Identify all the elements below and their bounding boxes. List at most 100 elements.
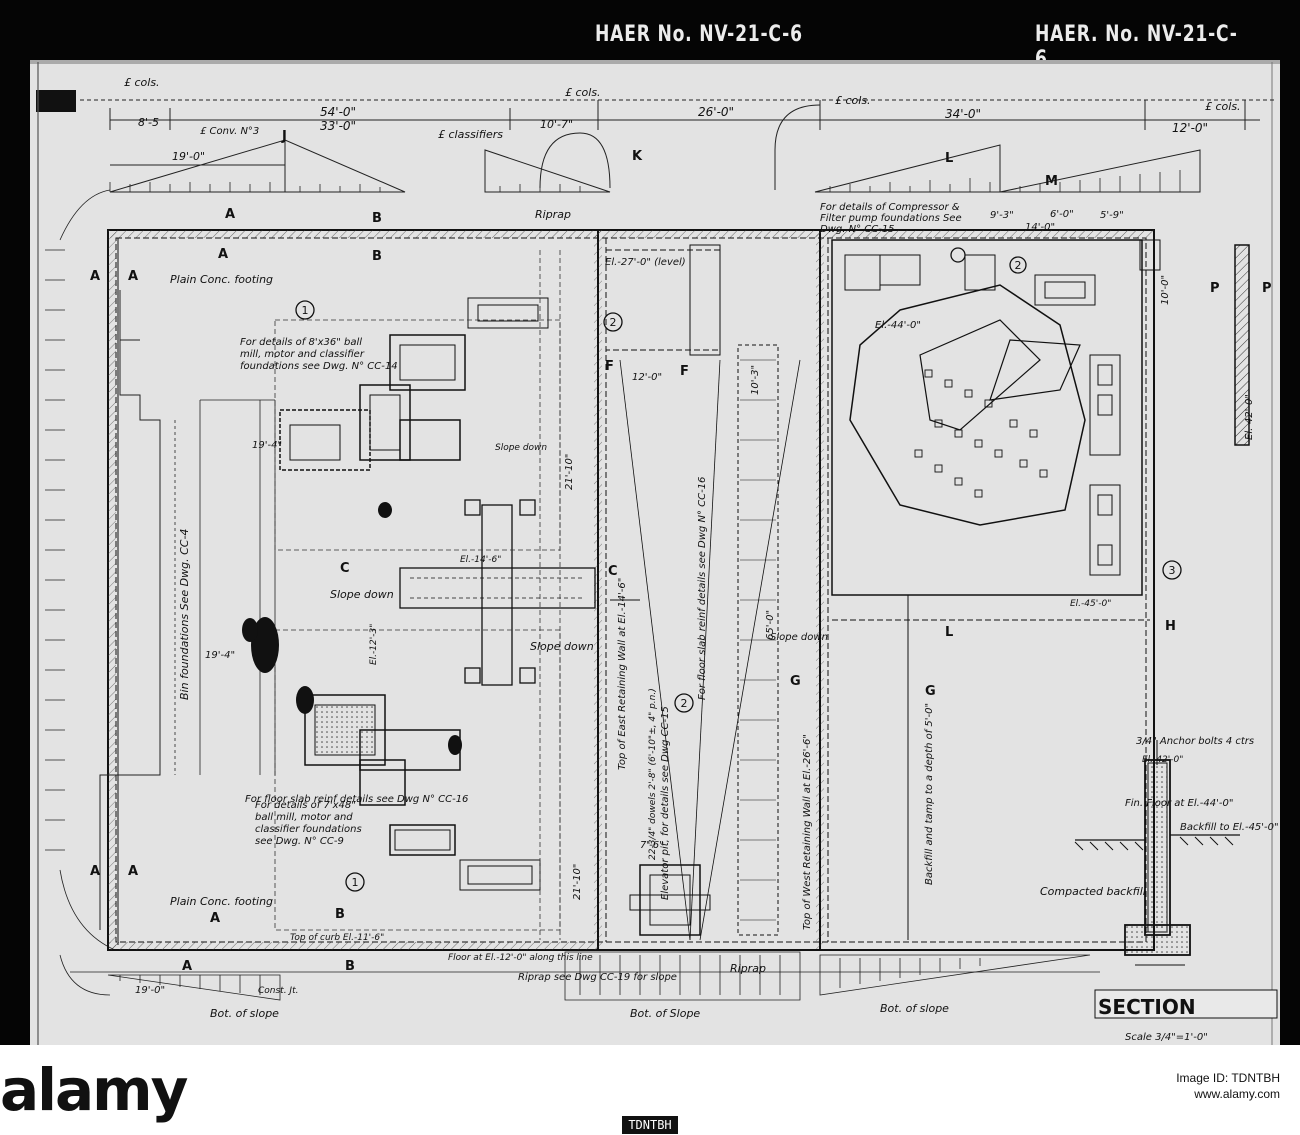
callout-2b: 2	[681, 697, 688, 710]
riprap-bottom: Riprap	[730, 962, 766, 975]
slope-down-label-3: Slope down	[530, 640, 594, 653]
plain-footing-top: Plain Conc. footing	[170, 273, 273, 286]
section-marker-a4: A	[128, 269, 138, 284]
callout-3: 3	[1169, 564, 1176, 577]
el-27-level-label: El.-27'-0" (level)	[605, 257, 686, 268]
section-title: SECTION	[1098, 995, 1196, 1019]
bottom-slopes	[59, 951, 1100, 1001]
dim-10-7: 10'-7"	[540, 118, 573, 131]
section-marker-l2: L	[945, 625, 953, 640]
const-jt-label: Const. Jt.	[258, 986, 298, 996]
dim-14: 14'-0"	[1025, 222, 1055, 233]
alamy-logo: alamy	[0, 1056, 188, 1124]
classifiers-label: £ classifiers	[438, 128, 503, 141]
section-marker-m: M	[1045, 174, 1058, 189]
footer-code-bar: TDNTBH	[0, 1114, 1300, 1134]
callout-circles	[295, 247, 1182, 892]
bot-of-slope-2: Bot. of Slope	[630, 1007, 700, 1020]
center-cross-beam	[399, 499, 596, 686]
riprap-top: Riprap	[535, 208, 571, 221]
dim-33: 33'-0"	[320, 119, 356, 133]
dim-26: 26'-0"	[698, 105, 734, 119]
ball-mill-7-foundation	[304, 694, 541, 891]
section-marker-a1: A	[225, 207, 235, 222]
dim-cols-4: £ cols.	[1205, 100, 1241, 113]
fin-floor-label: Fin. Floor at El.-44'-0"	[1125, 798, 1233, 809]
el-42-col-label: El.-42'-0"	[1244, 394, 1255, 440]
paper-background	[30, 62, 1280, 1045]
el-45-label: El.-45'-0"	[1070, 599, 1111, 609]
section-marker-a3: A	[90, 269, 100, 284]
section-marker-f2: F	[680, 364, 689, 379]
ball-mill-8-foundation	[279, 297, 549, 471]
footer-info: Image ID: TDNTBH www.alamy.com	[1176, 1070, 1280, 1102]
section-marker-b1: B	[372, 211, 382, 226]
top-dimension-chain	[80, 99, 1275, 130]
elevator-pit-note: Elevator pit, for details see Dwg CC-15	[660, 706, 671, 900]
el-44-label: El.-44'-0"	[875, 320, 921, 331]
left-ruler-scallop	[45, 189, 116, 951]
riprap-see-ref: Riprap see Dwg CC-19 for slope	[518, 972, 677, 983]
anchor-bolts-label: 3/4" Anchor bolts 4 ctrs	[1136, 736, 1254, 747]
slope-down-label-1: Slope down	[495, 443, 547, 453]
bin-foundations-note: Bin foundations See Dwg. CC-4	[178, 529, 191, 700]
section-marker-a8: A	[182, 959, 192, 974]
section-marker-p2: P	[1262, 281, 1272, 296]
section-marker-c1: C	[340, 561, 350, 576]
top-curb-note: Top of curb El.-11'-6"	[290, 933, 384, 943]
callout-2c: 2	[1015, 259, 1022, 272]
plain-footing-bottom: Plain Conc. footing	[170, 895, 273, 908]
dowels-note: 22-3/4" dowels 2'-8" (6'-10"±, 4" p.n.)	[648, 688, 658, 860]
bot-of-slope-1: Bot. of slope	[210, 1007, 279, 1020]
section-marker-f1: F	[605, 359, 614, 374]
compressor-note: For details of Compressor &Filter pump f…	[820, 202, 962, 235]
ink-blot-corner	[36, 90, 76, 112]
middle-bay	[606, 244, 801, 941]
section-marker-b4: B	[345, 959, 355, 974]
section-marker-a7: A	[210, 911, 220, 926]
dim-cols-2: £ cols.	[565, 86, 601, 99]
dim-10-0: 10'-0"	[1160, 275, 1171, 305]
section-marker-j: J	[281, 129, 287, 144]
section-marker-a5: A	[90, 864, 100, 879]
backfill-to-label: Backfill to El.-45'-0"	[1180, 822, 1279, 833]
section-marker-a6: A	[128, 864, 138, 879]
section-detail	[1074, 740, 1240, 966]
section-marker-h: H	[1165, 619, 1176, 634]
backfill-note: Backfill and tamp to a depth of 5'-0"	[924, 703, 935, 885]
plan-drawing: £ cols. £ cols. £ cols. £ cols. 54'-0" 3…	[30, 60, 1280, 1045]
section-marker-g1: G	[790, 674, 801, 689]
footer-code: TDNTBH	[622, 1116, 678, 1134]
dim-12-0: 12'-0"	[632, 372, 662, 383]
column-elevation	[1234, 244, 1250, 446]
floor-slab-note-middle: For floor slab reinf details see Dwg N° …	[697, 477, 708, 700]
el-14-6-label: El.-14'-6"	[460, 555, 501, 565]
section-marker-b3: B	[335, 907, 345, 922]
el-42-label: El.-42'-0"	[1142, 755, 1183, 765]
haer-reference-right: HAER. No. NV-21-C-6	[1035, 22, 1238, 72]
right-bay-tank	[844, 239, 1161, 576]
dim-21-10-a: 21'-10"	[572, 864, 583, 900]
site-url: www.alamy.com	[1194, 1087, 1280, 1101]
dim-21-10-b: 21'-10"	[564, 454, 575, 490]
drawing-photograph: HAER No. NV-21-C-6 HAER. No. NV-21-C-6	[0, 0, 1300, 1045]
section-marker-k: K	[632, 149, 643, 164]
haer-reference-left: HAER No. NV-21-C-6	[595, 22, 803, 47]
dim-6-0: 6'-0"	[1050, 209, 1074, 220]
dim-19-top: 19'-0"	[172, 150, 205, 163]
slope-down-label-4: Slope down	[770, 632, 828, 643]
dim-8-5: 8'-5	[138, 116, 159, 129]
callout-1b: 1	[352, 876, 359, 889]
dim-54: 54'-0"	[320, 105, 356, 119]
dim-cols-3: £ cols.	[835, 94, 871, 107]
section-marker-c2: C	[608, 564, 618, 579]
dim-65: 65'-0"	[765, 610, 776, 640]
floor-slab-note-left: For floor slab reinf details see Dwg N° …	[245, 794, 468, 805]
el-12-3-label: El.-12'-3"	[369, 624, 379, 665]
east-retaining-wall-note: Top of East Retaining Wall at El.-14'-6"	[617, 578, 628, 770]
bot-of-slope-3: Bot. of slope	[880, 1002, 949, 1015]
dim-34: 34'-0"	[945, 107, 981, 121]
conv-label: £ Conv. N°3	[200, 126, 259, 137]
section-marker-l1: L	[945, 151, 953, 166]
